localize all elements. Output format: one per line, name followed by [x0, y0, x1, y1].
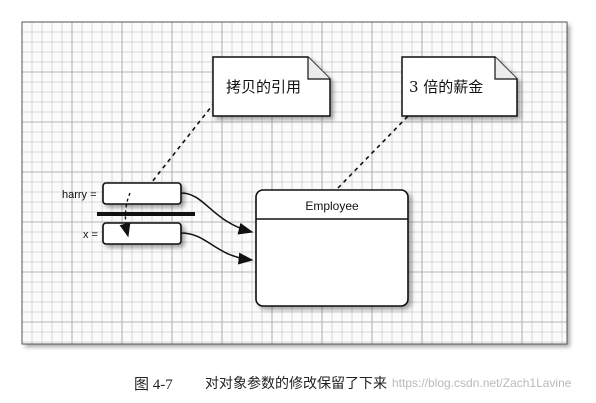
x-variable-cell — [102, 222, 182, 245]
watermark: https://blog.csdn.net/Zach1Lavine — [392, 376, 572, 390]
reference-copy-label: 拷贝的引用 — [226, 78, 301, 96]
triple-salary-note: 3 倍的薪金 — [401, 56, 518, 117]
harry-variable-cell — [102, 182, 182, 205]
x-reference-arrow — [180, 232, 254, 265]
employee-title: Employee — [305, 199, 359, 213]
employee-object: Employee — [255, 189, 409, 307]
harry-variable-label: harry = — [62, 189, 97, 201]
x-variable-label: x = — [83, 229, 98, 241]
figure-caption: 图 4-7 对对象参数的修改保留了下来 https://blog.csdn.ne… — [0, 366, 596, 394]
harry-reference-arrow — [180, 192, 254, 235]
frame-separator — [97, 212, 195, 216]
reference-copy-note: 拷贝的引用 — [212, 56, 331, 117]
copy-reference-arrow — [119, 192, 131, 238]
triple-salary-label: 3 倍的薪金 — [409, 78, 483, 96]
figure-number: 图 4-7 — [134, 377, 173, 393]
salary-note-connector — [337, 111, 413, 189]
caption-text: 对对象参数的修改保留了下来 — [205, 376, 387, 392]
